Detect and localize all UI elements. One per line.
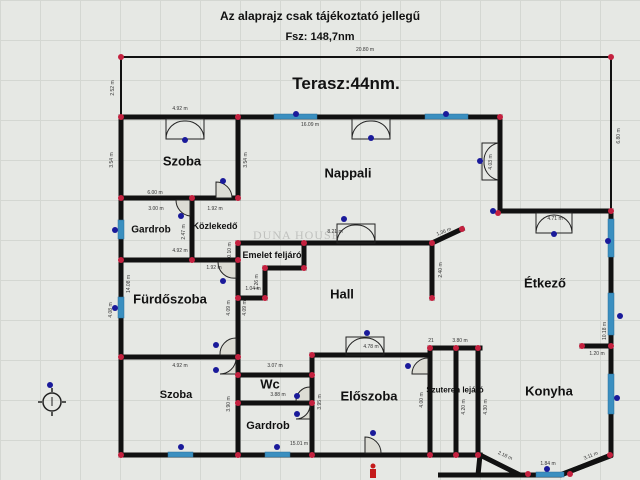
room-terasz: Terasz:44nm. — [292, 74, 400, 93]
dim-terrace-right: 6.80 m — [616, 128, 622, 144]
room-kozlekedo: Közlekedő — [192, 221, 238, 231]
doors — [165, 118, 573, 454]
dim-furdo-top: 1.92 m — [206, 265, 222, 271]
dim-etkezo-door: 4.71 m — [547, 216, 563, 222]
camera-markers — [47, 111, 623, 472]
plan-disclaimer-title: Az alaprajz csak tájékoztató jellegű — [219, 9, 421, 23]
dim-furdo-right2: 4.09 m — [242, 300, 248, 316]
dim-szoba-right: 3.54 m — [243, 152, 249, 168]
room-furdoszoba: Fürdőszoba — [133, 291, 207, 307]
dim-szuteren-right: 4.30 m — [483, 399, 489, 415]
dim-nappali-side-door: 4.03 m — [488, 154, 494, 170]
dim-szuteren-left: 4.00 m — [419, 392, 425, 408]
dim-kozlekedo-bottom: 4.92 m — [172, 248, 188, 254]
terrace-outline — [120, 56, 612, 211]
dim-furdo-right: 4.09 m — [226, 300, 232, 316]
dim-left-terrace: 2.52 m — [110, 80, 116, 96]
dim-wc-top: 3.07 m — [267, 363, 283, 369]
dim-top-total: 20.80 m — [355, 47, 375, 53]
room-eloszoba: Előszoba — [340, 388, 398, 404]
dim-nappali-width: 16.09 m — [300, 122, 320, 128]
dim-emelet-height: 1.26 m — [254, 274, 260, 290]
room-emelet-feljaro: Emelet feljáró — [242, 250, 302, 260]
dim-hall-vert: 2.40 m — [438, 262, 444, 278]
dim-kozlekedo-width: 1.92 m — [207, 206, 223, 212]
floor-area-subtitle: Fsz: 148,7nm — [285, 31, 355, 43]
room-szuteren-lejaro: Szuteren lejáró — [426, 385, 484, 395]
room-etkezo: Étkező — [524, 275, 566, 291]
dim-szuteren-top: 3.80 m — [452, 338, 468, 344]
room-gardrob-bottom: Gardrob — [246, 420, 290, 432]
dim-szoba-width: 4.92 m — [172, 106, 188, 112]
dim-szoba-left: 3.54 m — [109, 152, 115, 168]
dim-gardrob-height: 2.47 m — [181, 224, 187, 240]
room-hall: Hall — [330, 286, 354, 302]
dim-left-wall-long: 14.08 m — [126, 274, 132, 294]
entrance-person-icon — [370, 463, 376, 478]
compass-icon — [38, 388, 66, 416]
dim-wc-inner: 3.88 m — [270, 392, 286, 398]
dim-szoba-bottom: 6.00 m — [147, 190, 163, 196]
dim-szoba-b-top: 4.92 m — [172, 363, 188, 369]
room-wc: Wc — [260, 376, 280, 392]
dim-szuteren-mid: 4.20 m — [461, 399, 467, 415]
room-konyha: Konyha — [525, 383, 573, 399]
dim-szuteren-corner: 21 — [428, 338, 434, 344]
dim-etkezo-stub: 1.20 m — [589, 351, 605, 357]
dim-etkezo-right: 10.18 m — [602, 321, 608, 341]
room-nappali: Nappali — [324, 165, 372, 181]
dim-hall-door: 8.21 m — [327, 229, 343, 235]
dim-konyha-bottom: 1.84 m — [540, 461, 556, 467]
dim-szoba-b-right: 3.90 m — [226, 396, 232, 412]
dim-eloszoba-door: 4.78 m — [363, 344, 379, 350]
dim-bottom-total: 15.01 m — [289, 441, 309, 447]
dim-left-window: 4.08 m — [108, 302, 114, 318]
dim-gardrob-b-right: 3.95 m — [317, 394, 323, 410]
dim-emelet-small: 0.10 m — [227, 242, 233, 258]
dim-gardrob-width: 3.00 m — [148, 206, 164, 212]
room-szoba-bottom: Szoba — [159, 389, 193, 401]
wall-nodes — [118, 54, 614, 477]
room-gardrob-left: Gardrob — [131, 224, 171, 236]
watermark: DUNA HOUSE — [253, 228, 341, 242]
room-szoba-top: Szoba — [162, 153, 202, 169]
dim-emelet-width: 1.04 m — [245, 286, 261, 292]
